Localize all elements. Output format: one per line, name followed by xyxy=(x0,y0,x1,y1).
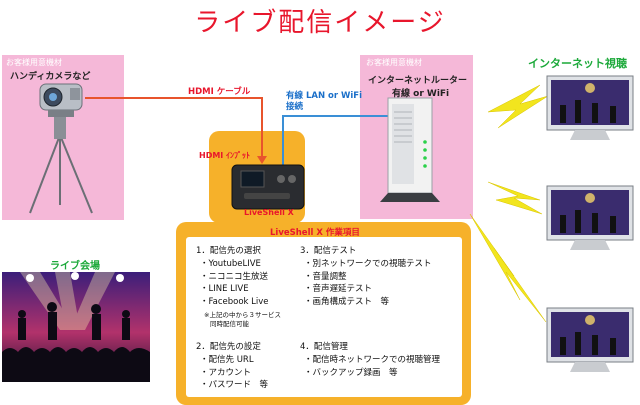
work-items-inner-panel xyxy=(186,237,462,397)
customer-equipment-label-router: お客様用意機材 xyxy=(366,58,422,67)
liveshell-device-icon xyxy=(231,164,305,210)
section1-note-line2: 同時配信可能 xyxy=(210,320,249,328)
router-icon xyxy=(380,97,440,202)
page-title: ライブ配信イメージ xyxy=(194,8,446,38)
section3-heading: 3．配信テスト xyxy=(300,246,357,256)
device-label: LiveShell X xyxy=(244,208,294,217)
lan-cable-line xyxy=(282,115,392,165)
monitor-icon-1 xyxy=(546,75,634,140)
monitor-icon-2 xyxy=(546,185,634,250)
section1-items: ・YoutubeLIVE ・ニコニコ生放送 ・LINE LIVE ・Facebo… xyxy=(200,259,269,307)
section1-heading: 1．配信先の選択 xyxy=(196,246,261,256)
work-items-title: LiveShell X 作業項目 xyxy=(270,228,360,238)
monitor-icon-3 xyxy=(546,307,634,372)
section4-items: ・配信時ネットワークでの視聴管理 ・バックアップ録画 等 xyxy=(304,355,441,378)
lan-label-line2: 接続 xyxy=(286,102,304,112)
section2-items: ・配信先 URL ・アカウント ・パスワード 等 xyxy=(200,355,269,390)
lan-label-line1: 有線 LAN or WiFi xyxy=(286,91,363,101)
section2-heading: 2．配信先の設定 xyxy=(196,342,261,352)
lightning-icons xyxy=(469,84,549,323)
internet-viewing-label: インターネット視聴 xyxy=(528,57,627,70)
router-box-label: インターネットルーター xyxy=(368,76,468,86)
camera-icon xyxy=(39,83,83,117)
camera-box-label: ハンディカメラなど xyxy=(10,72,91,82)
section4-heading: 4．配信管理 xyxy=(300,342,348,352)
section1-note-line1: ※上記の中から３サービス xyxy=(204,311,281,319)
hdmi-cable-line xyxy=(85,97,263,158)
live-venue-image xyxy=(2,272,150,382)
hdmi-input-label: HDMI ｲﾝﾌﾟｯﾄ xyxy=(199,151,251,160)
section3-items: ・別ネットワークでの視聴テスト ・音量調整 ・音声遅延テスト ・画角構成テスト … xyxy=(304,259,432,307)
tripod-icon xyxy=(29,117,93,214)
customer-equipment-label: お客様用意機材 xyxy=(6,58,62,67)
hdmi-arrow xyxy=(257,156,267,164)
hdmi-cable-label: HDMI ケーブル xyxy=(188,87,251,97)
router-box-sublabel: 有線 or WiFi xyxy=(392,89,450,99)
venue-label: ライブ会場 xyxy=(50,261,100,272)
